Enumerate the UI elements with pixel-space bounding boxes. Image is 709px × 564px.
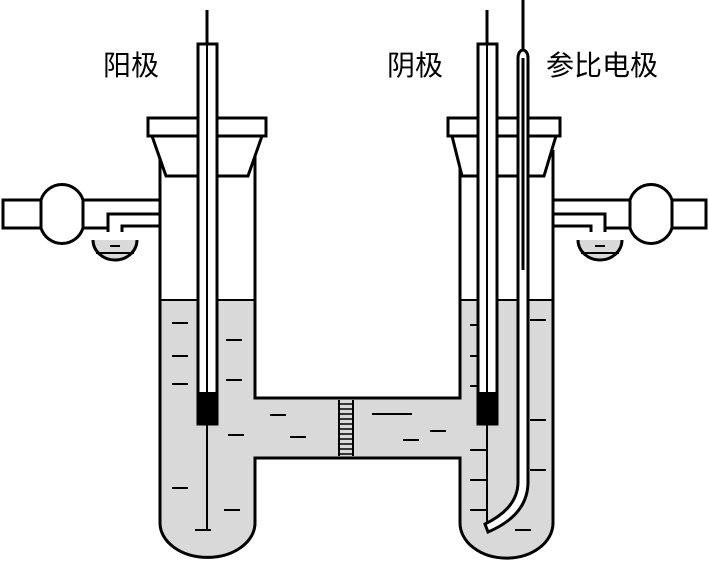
left-stopper — [146, 116, 268, 178]
right-side-arm-stopcock — [553, 183, 708, 262]
h-cell-glass-body — [158, 150, 555, 560]
anode-electrode — [196, 10, 219, 530]
left-side-arm-stopcock — [1, 183, 160, 262]
reference-electrode — [483, 0, 530, 534]
anode-label: 阳极 — [103, 49, 160, 82]
porous-membrane — [338, 400, 354, 456]
right-stopper — [446, 116, 562, 178]
electrolyte-liquid — [93, 240, 622, 559]
liquid-dash-marks — [110, 245, 605, 531]
reference-electrode-label: 参比电极 — [546, 49, 659, 82]
cathode-electrode — [476, 10, 499, 530]
liquid-surface-lines — [96, 252, 619, 301]
cathode-label: 阴极 — [387, 49, 444, 82]
